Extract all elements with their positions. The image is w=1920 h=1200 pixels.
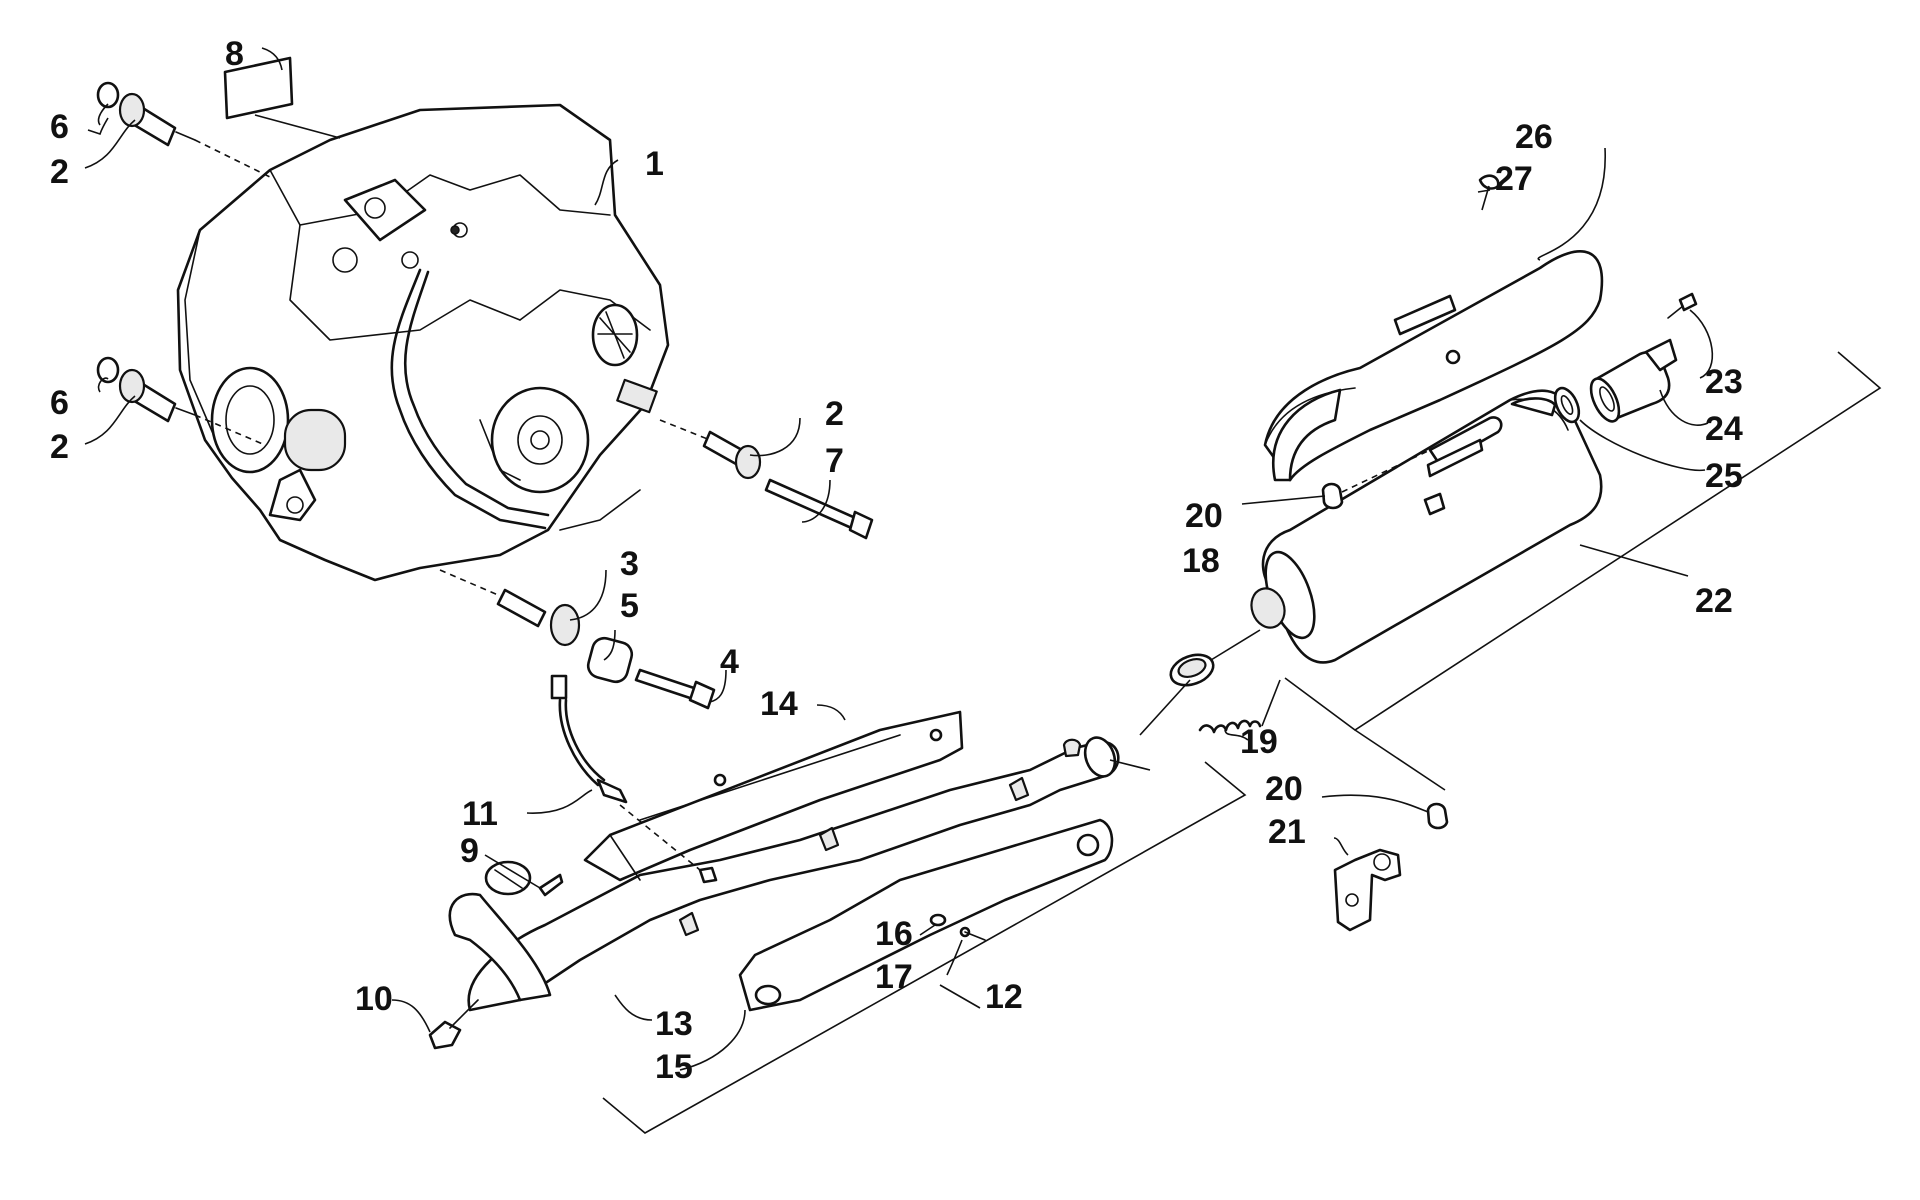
group-bracket-21 [1354,729,1446,791]
callout-13: 13 [655,1005,693,1043]
oxygen-sensor [550,674,628,804]
callout-20-lower: 20 [1265,770,1303,808]
grommet-upper [1321,482,1344,510]
callout-2-right: 2 [825,395,844,433]
muffler-mount-bracket [1333,848,1402,932]
header-clamp-a [1008,776,1030,802]
header-heat-shield-lower [738,818,1114,1012]
callout-6-mid: 6 [50,384,69,422]
exhaust-spring [1198,719,1262,734]
callout-19: 19 [1240,723,1278,761]
shield-washer [929,913,947,927]
header-clamp-b [818,826,840,852]
tailpipe-gasket [1553,386,1581,424]
mount-lower [439,569,716,710]
callout-5: 5 [620,587,639,625]
callout-18: 18 [1182,542,1220,580]
callout-20-upper: 20 [1185,497,1223,535]
shield-screw-small [959,926,986,941]
callout-12: 12 [985,978,1023,1016]
header-clamp-c [678,911,700,937]
callout-2-top: 2 [50,153,69,191]
muffler [1250,389,1603,664]
callout-4: 4 [720,643,739,681]
header-gasket [538,873,564,897]
callout-26: 26 [1515,118,1553,156]
group-bracket-22 [1284,351,1882,731]
group-bracket-12 [602,761,1247,1134]
callout-15: 15 [655,1048,693,1086]
callout-7: 7 [825,442,844,480]
callout-16: 16 [875,915,913,953]
engine-assembly [176,103,670,582]
callout-25: 25 [1705,457,1743,495]
spark-arrestor-tip [1589,338,1678,423]
exhaust-header-pipe [448,736,1120,1012]
callout-17: 17 [875,958,913,996]
callout-6-top: 6 [50,108,69,146]
callout-9: 9 [460,832,479,870]
callout-11: 11 [462,795,498,833]
callout-2-mid: 2 [50,428,69,466]
muffler-heat-shield [1263,250,1604,482]
callout-10: 10 [355,980,393,1018]
mount-top-left [96,81,273,179]
callout-1: 1 [645,145,664,183]
header-bolt [428,999,479,1050]
callout-27: 27 [1495,160,1533,198]
callout-3: 3 [620,545,639,583]
callout-23: 23 [1705,363,1743,401]
callout-22: 22 [1695,582,1733,620]
callout-14: 14 [760,685,798,723]
header-heat-shield-upper [583,710,964,882]
tailpipe-screw [1667,292,1698,319]
sensor-port-nut [698,866,718,884]
callout-21: 21 [1268,813,1306,851]
mount-mid-left [96,356,266,446]
exhaust-seal-ring [1169,653,1215,687]
grommet-lower [1426,802,1449,830]
callout-8: 8 [225,35,244,73]
mount-right [659,419,874,540]
callout-24: 24 [1705,410,1743,448]
decal-label [223,56,294,120]
